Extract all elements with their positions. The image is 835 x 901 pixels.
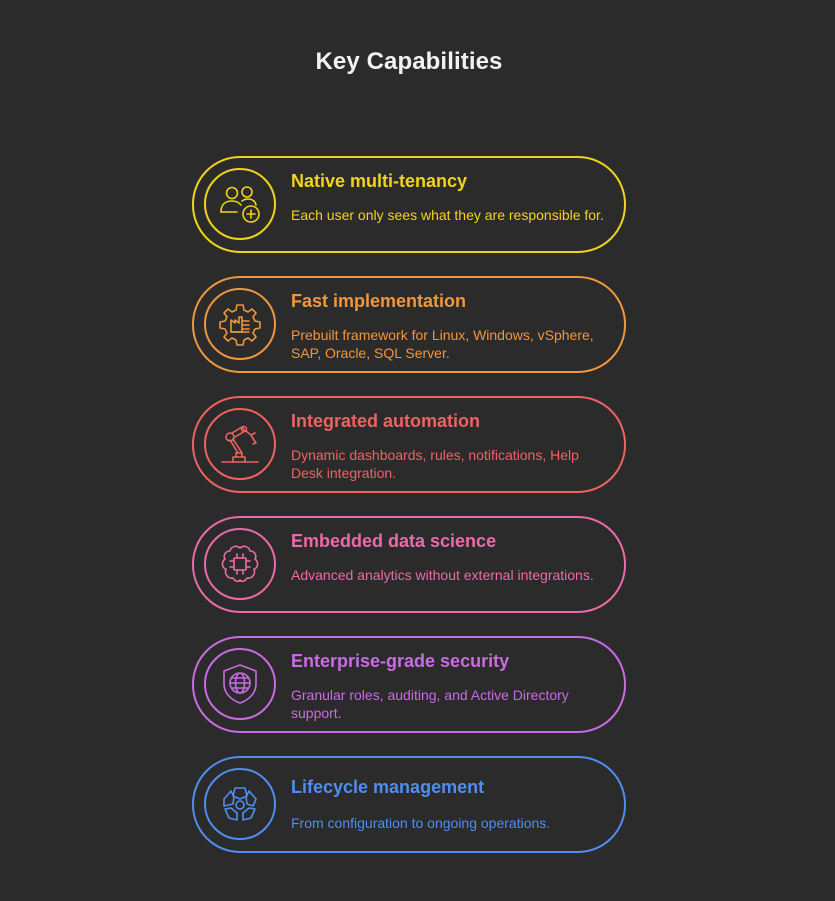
capability-card-enterprise-security: Enterprise-grade security Granular roles… — [192, 636, 626, 733]
capability-description: Advanced analytics without external inte… — [291, 567, 594, 583]
capability-description: From configuration to ongoing operations… — [291, 815, 551, 831]
icon-badge — [204, 168, 276, 240]
users-plus-icon — [220, 186, 260, 223]
brain-chip-icon — [221, 545, 259, 583]
shield-globe-icon — [223, 664, 257, 704]
robot-arm-icon — [221, 425, 259, 463]
gear-factory-icon — [219, 304, 261, 346]
capability-description: Dynamic dashboards, rules, notifications… — [291, 447, 579, 481]
capability-title: Native multi-tenancy — [291, 171, 468, 191]
icon-badge — [204, 648, 276, 720]
capability-title: Lifecycle management — [291, 777, 485, 797]
capability-card-fast-implementation: Fast implementation Prebuilt framework f… — [192, 276, 626, 373]
capability-title: Fast implementation — [291, 291, 467, 311]
capability-card-integrated-automation: Integrated automation Dynamic dashboards… — [192, 396, 626, 493]
icon-badge — [204, 408, 276, 480]
icon-badge — [204, 768, 276, 840]
icon-badge — [204, 528, 276, 600]
capability-description: Each user only sees what they are respon… — [291, 207, 604, 223]
capability-title: Enterprise-grade security — [291, 651, 510, 671]
capability-card-multi-tenancy: Native multi-tenancy Each user only sees… — [192, 156, 626, 253]
capability-title: Integrated automation — [291, 411, 481, 431]
page-title: Key Capabilities — [315, 48, 503, 75]
capability-card-embedded-data-science: Embedded data science Advanced analytics… — [192, 516, 626, 613]
capability-description: Granular roles, auditing, and Active Dir… — [291, 687, 569, 721]
capability-card-lifecycle-management: Lifecycle management From configuration … — [192, 756, 626, 853]
capability-description: Prebuilt framework for Linux, Windows, v… — [291, 327, 594, 361]
icon-badge — [204, 288, 276, 360]
cycle-icon — [223, 787, 257, 821]
capability-list: Native multi-tenancy Each user only sees… — [192, 156, 626, 876]
capability-title: Embedded data science — [291, 531, 497, 551]
